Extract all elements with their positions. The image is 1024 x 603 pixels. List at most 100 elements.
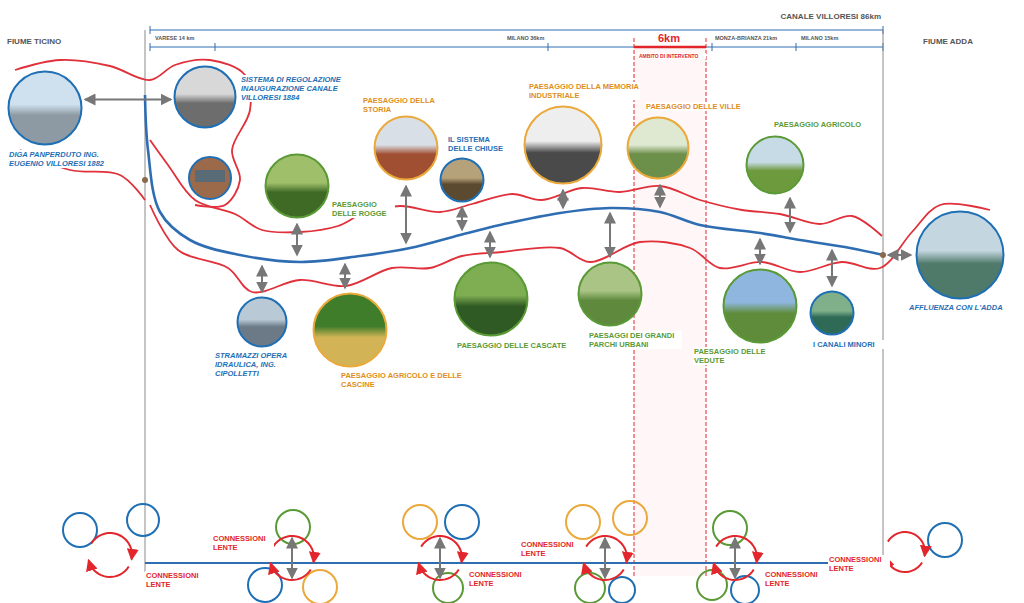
theme-circle <box>127 504 159 536</box>
canal-end <box>880 252 886 258</box>
landscape-label: PAESAGGIO AGRICOLO <box>773 120 867 129</box>
landscape-label: STRAMAZZI OPERA IDRAULICA, ING. CIPOLLET… <box>214 351 311 378</box>
slow-link-arc <box>91 533 132 559</box>
theme-circle <box>609 577 635 603</box>
photo-circle <box>917 212 1004 299</box>
photo-circle <box>314 294 387 367</box>
photo-circle-shape <box>312 292 388 368</box>
link-arrow <box>296 224 298 255</box>
photo-circle-node: PAESAGGIO DELLE VILLE <box>626 116 690 180</box>
slow-link-arc <box>886 557 922 572</box>
scale-label: MONZA-BRIANZA 21km <box>714 35 796 42</box>
landscape-label: PAESAGGIO DELLA STORIA <box>362 96 454 114</box>
link-arrow <box>489 232 491 257</box>
scale-tick <box>215 43 216 51</box>
theme-circle <box>445 505 479 539</box>
link-arrow <box>405 186 407 243</box>
link-arrow <box>789 198 791 232</box>
photo-circle-shape <box>236 296 288 348</box>
scale-tick <box>548 43 549 51</box>
landscape-label: SISTEMA DI REGOLAZIONE INAUGURAZIONE CAN… <box>240 75 360 102</box>
link-arrow <box>562 190 564 208</box>
photo-circle-shape <box>264 153 330 219</box>
landscape-label: IL SISTEMA DELLE CHIUSE <box>447 135 517 153</box>
theme-circle <box>928 523 962 557</box>
canal-end <box>142 177 148 183</box>
link-arrow <box>659 185 661 207</box>
link-arrow <box>439 538 441 578</box>
landscape-label: DIGA PANPERDUTO ING. EUGENIO VILLORESI 1… <box>8 150 110 168</box>
landscape-label: AFFLUENZA CON L'ADDA <box>908 303 1022 312</box>
photo-circle <box>441 159 484 202</box>
photo-circle <box>189 157 231 199</box>
photo-circle-shape <box>7 70 83 146</box>
link-arrow <box>734 538 736 578</box>
link-arrow <box>888 254 911 256</box>
photo-circle-node: PAESAGGIO AGRICOLO E DELLE CASCINE <box>312 292 388 368</box>
canal-scheme-line <box>145 562 883 564</box>
scale-label: MILANO 15km <box>800 35 862 42</box>
theme-circle <box>697 570 727 600</box>
link-arrow <box>85 99 171 101</box>
slow-link-arc <box>271 563 311 580</box>
photo-circle <box>811 292 854 335</box>
photo-circle-node: PAESAGGIO DELLE CASCATE <box>453 261 529 337</box>
scale-tick <box>150 26 151 34</box>
photo-circle-shape <box>523 105 603 185</box>
scale-label: 6km <box>657 32 689 44</box>
connection-label: CONNESSIONI LENTE <box>520 540 582 558</box>
photo-circle-shape <box>439 157 485 203</box>
photo-circle <box>266 155 329 218</box>
slow-link-arc <box>89 560 129 577</box>
theme-circle <box>303 570 337 603</box>
photo-circle <box>579 263 642 326</box>
photo-circle-node: PAESAGGIO DELLA MEMORIA INDUSTRIALE <box>523 105 603 185</box>
photo-circle-shape <box>453 261 529 337</box>
photo-circle <box>375 117 438 180</box>
photo-circle-shape <box>173 65 237 129</box>
slow-link-arc <box>273 536 314 562</box>
landscape-label: I CANALI MINORI <box>812 340 886 349</box>
photo-circle <box>175 67 236 128</box>
connection-label: CONNESSIONI LENTE <box>828 555 890 573</box>
scale-label: FIUME ADDA <box>922 37 1014 47</box>
slow-link-arc <box>419 563 459 580</box>
slow-link-arc <box>586 536 627 562</box>
scale-label: AMBITO DI INTERVENTO <box>638 53 706 59</box>
photo-circle-node: DIGA PANPERDUTO ING. EUGENIO VILLORESI 1… <box>7 70 83 146</box>
photo-circle-node: IL SISTEMA DELLE CHIUSE <box>439 157 485 203</box>
landscape-label: PAESAGGIO DELLE ROGGE <box>331 200 395 218</box>
photo-circle-shape <box>745 135 805 195</box>
theme-circle <box>403 505 437 539</box>
link-arrow <box>604 538 606 578</box>
photo-circle-node: STRAMAZZI OPERA IDRAULICA, ING. CIPOLLET… <box>236 296 288 348</box>
photo-circle-node: SISTEMA DI REGOLAZIONE INAUGURAZIONE CAN… <box>173 65 237 129</box>
photo-circle-shape <box>809 290 855 336</box>
landscape-label: PAESAGGI DEI GRANDI PARCHI URBANI <box>588 331 682 349</box>
photo-circle <box>9 72 82 145</box>
slow-link-arc <box>716 536 757 562</box>
canal-line <box>145 95 883 262</box>
link-arrow <box>461 207 463 230</box>
photo-circle <box>525 107 602 184</box>
landscape-label: PAESAGGIO AGRICOLO E DELLE CASCINE <box>340 371 472 389</box>
photo-circle <box>238 298 287 347</box>
photo-circle-shape <box>915 210 1005 300</box>
link-arrow <box>759 239 761 264</box>
photo-circle-shape <box>373 115 439 181</box>
theme-circle <box>566 505 600 539</box>
landscape-label: PAESAGGIO DELLE VEDUTE <box>693 347 767 365</box>
slow-link-arc <box>584 563 624 580</box>
scale-label: FIUME TICINO <box>6 37 88 47</box>
scale-label: VARESE 14 km <box>154 35 216 42</box>
photo-circle <box>628 118 689 179</box>
photo-circle-shape <box>626 116 690 180</box>
photo-circle-node: AFFLUENZA CON L'ADDA <box>915 210 1005 300</box>
scale-line <box>150 47 883 48</box>
photo-circle-node: PAESAGGI DEI GRANDI PARCHI URBANI <box>577 261 643 327</box>
scale-label: MILANO 36km <box>506 35 568 42</box>
photo-circle <box>724 270 797 343</box>
slow-route <box>150 204 990 293</box>
boundary-line <box>883 30 884 572</box>
